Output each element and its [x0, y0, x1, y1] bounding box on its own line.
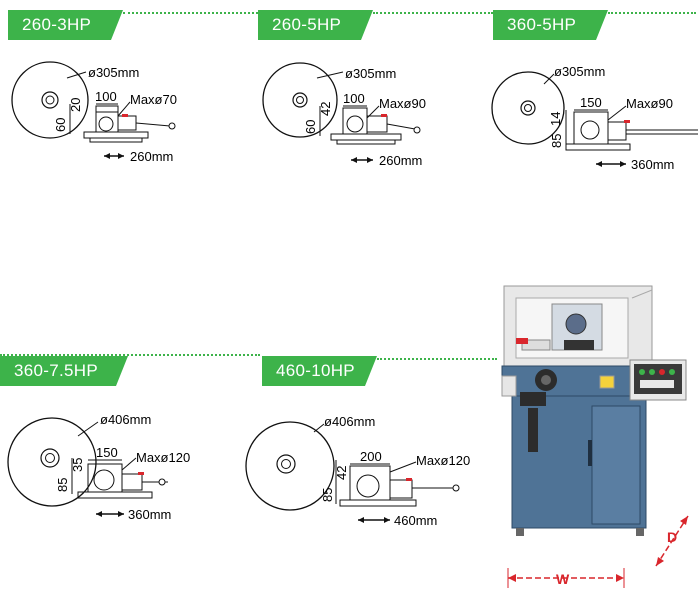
model-tag-460-10hp: 460-10HP [262, 356, 377, 386]
width-label: 150 [580, 95, 602, 110]
model-tag-label: 360-5HP [507, 15, 577, 34]
width-dimension-label: W [556, 571, 570, 587]
cut-diagram-260-3hp: ø305mm 60 20 100 Maxø70 260mm [11, 61, 177, 164]
blade-diameter-label: ø305mm [88, 65, 139, 80]
blade-diameter-label: ø305mm [554, 64, 605, 79]
model-tag-360-5hp: 360-5HP [493, 10, 608, 40]
max-diameter-label: Maxø70 [130, 92, 177, 107]
height-label-left: 85 [55, 478, 70, 492]
travel-label: 260mm [379, 153, 422, 168]
height-label-left: 60 [53, 118, 68, 132]
model-tag-360-7-5hp: 360-7.5HP [0, 356, 128, 386]
width-label: 150 [96, 445, 118, 460]
height-label-right: 20 [68, 98, 83, 112]
max-diameter-label: Maxø120 [136, 450, 190, 465]
travel-label: 260mm [130, 149, 173, 164]
height-label-right: 42 [318, 102, 333, 116]
height-label-right: 35 [70, 458, 85, 472]
cut-diagram-260-5hp: ø305mm 60 42 100 Maxø90 260mm [262, 62, 426, 168]
travel-label: 360mm [631, 157, 674, 172]
height-label-right: 14 [548, 112, 563, 126]
tag-divider [608, 12, 696, 14]
height-label-left: 60 [303, 120, 318, 134]
width-label: 100 [343, 91, 365, 106]
model-tag-260-5hp: 260-5HP [258, 10, 373, 40]
blade-diameter-label: ø406mm [100, 412, 151, 427]
blade-diameter-label: ø406mm [324, 414, 375, 429]
model-tag-260-3hp: 260-3HP [8, 10, 123, 40]
max-diameter-label: Maxø90 [379, 96, 426, 111]
model-tag-label: 360-7.5HP [14, 361, 98, 380]
tag-divider [377, 358, 497, 360]
blade-diameter-label: ø305mm [345, 66, 396, 81]
height-label-right: 42 [334, 466, 349, 480]
max-diameter-label: Maxø120 [416, 453, 470, 468]
depth-dimension-label: D [667, 529, 677, 545]
cut-diagram-360-5hp: ø305mm 85 14 150 Maxø90 360mm [491, 64, 698, 172]
width-label: 100 [95, 89, 117, 104]
width-label: 200 [360, 449, 382, 464]
travel-label: 360mm [128, 507, 171, 522]
max-diameter-label: Maxø90 [626, 96, 673, 111]
tag-divider [373, 12, 493, 14]
travel-label: 460mm [394, 513, 437, 528]
machine-illustration: W D [501, 285, 689, 588]
cut-diagram-460-10hp: ø406mm 85 42 200 Maxø120 460mm [245, 414, 470, 528]
model-tag-label: 460-10HP [276, 361, 355, 380]
tag-divider [0, 354, 260, 356]
height-label-left: 85 [549, 134, 564, 148]
tag-divider [123, 12, 258, 14]
height-label-left: 85 [320, 488, 335, 502]
cut-diagram-360-7-5hp: ø406mm 85 35 150 Maxø120 360mm [7, 412, 190, 522]
model-tag-label: 260-5HP [272, 15, 342, 34]
model-tag-label: 260-3HP [22, 15, 92, 34]
